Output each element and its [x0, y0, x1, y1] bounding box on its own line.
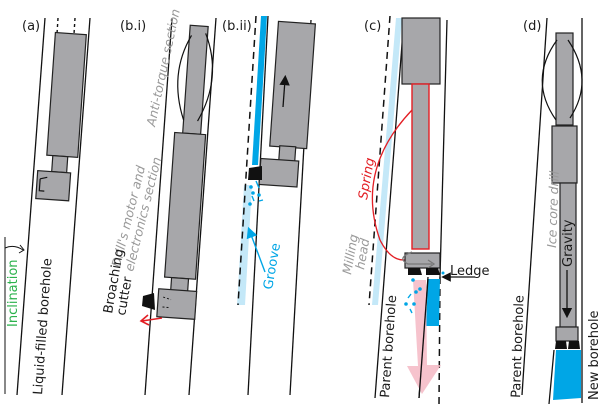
milled-region-light [372, 18, 402, 305]
inclination-arrowhead-icon [18, 244, 25, 254]
drill-neck [51, 154, 69, 174]
new-borehole-dashed-wall [438, 276, 441, 406]
spring-label: Spring [356, 157, 378, 201]
new-borehole-label: New borehole [587, 310, 600, 400]
cutter-dotted-guide [162, 296, 172, 309]
drill-head [258, 157, 300, 188]
drill [258, 20, 317, 188]
upward-arrow [279, 74, 290, 108]
parent-borehole-label: Parent borehole [509, 295, 528, 398]
new-borehole-ice [426, 279, 440, 326]
cable-dotted [56, 17, 59, 35]
borehole-left-wall [247, 15, 269, 396]
broaching-cutter-icon [248, 166, 262, 180]
milling-head-label: head [352, 237, 372, 270]
panel-b-ii-label: (b.ii) [222, 19, 252, 34]
milling-head [404, 252, 441, 269]
anti-torque-leaf-spring [177, 35, 193, 121]
inclination-arc-icon [4, 245, 24, 251]
drill-head [555, 326, 579, 342]
milling-cutter-icon [568, 341, 580, 349]
cutter-arrowhead-icon [139, 314, 150, 326]
panel-a: (a) Inclination Liquid-filled borehole [4, 17, 91, 396]
drill-body [269, 20, 317, 150]
projected-wall-dashed [237, 15, 257, 306]
anti-torque-leaf-spring [197, 33, 214, 122]
groove-cut-strip [252, 16, 267, 165]
parent-borehole-label: Parent borehole [378, 295, 400, 399]
new-borehole-left-wall-overlay [418, 278, 429, 399]
liquid-borehole-label: Liquid-filled borehole [31, 258, 56, 395]
drill-shaft [411, 83, 430, 250]
milling-cutter-icon [555, 341, 567, 349]
panel-c: (c) Ledge Spring Milling head Parent bor… [339, 15, 490, 406]
inclination-label: Inclination [6, 259, 21, 327]
ledge-label: Ledge [450, 264, 490, 279]
ice-core-drill-label: Ice core drill [544, 170, 562, 248]
new-borehole-ice [553, 350, 581, 400]
anti-torque-mast [555, 32, 574, 126]
parent-borehole-right-wall [439, 19, 448, 278]
milling-cutter-icon [408, 268, 422, 275]
milling-cutter-icon [426, 268, 440, 275]
panel-b-i: (b.i) Anti-torque section Drill's motor … [101, 7, 217, 396]
groove-light-region [237, 185, 252, 305]
panel-c-label: (c) [364, 19, 381, 34]
borehole-left-wall [16, 17, 46, 396]
parent-borehole-left-wall [374, 17, 405, 399]
milling-head-label: Milling [339, 233, 361, 276]
anti-torque-mast [182, 24, 209, 135]
groove-label: Groove [261, 242, 284, 291]
panel-d: (d) Gravity Ice core drill Parent boreho… [509, 17, 600, 405]
new-borehole-left-wall [548, 349, 555, 405]
panel-b-ii: (b.ii) Groove [222, 15, 317, 396]
panel-a-label: (a) [22, 19, 40, 34]
borehole-left-wall [144, 17, 173, 396]
groove-pointer-arrow [246, 226, 266, 273]
drill [156, 24, 214, 320]
spring-arc [371, 109, 419, 261]
drill-head [156, 288, 198, 320]
broaching-cutter-icon [142, 293, 155, 310]
drill-upper-body [401, 17, 441, 85]
panel-d-label: (d) [523, 19, 541, 34]
drill-head [35, 169, 72, 202]
panel-b-i-label: (b.i) [120, 19, 146, 34]
folded-cutter-icon [38, 176, 48, 192]
rotation-arrow-icon [402, 251, 432, 265]
anti-torque-leaf-spring [567, 39, 583, 119]
motor-section [551, 125, 578, 184]
drill [35, 31, 87, 202]
borehole-right-wall [61, 17, 91, 396]
cutter-direction-arrow [141, 317, 163, 322]
cable-dotted [73, 17, 76, 35]
ice-chips [248, 180, 264, 206]
broaching-cutter-label: cutter [114, 275, 136, 317]
anti-torque-label: Anti-torque section [143, 7, 183, 128]
anti-torque-leaf-spring [541, 39, 558, 121]
rotation-arrowhead-icon [427, 259, 436, 269]
gravity-label: Gravity [561, 219, 576, 267]
